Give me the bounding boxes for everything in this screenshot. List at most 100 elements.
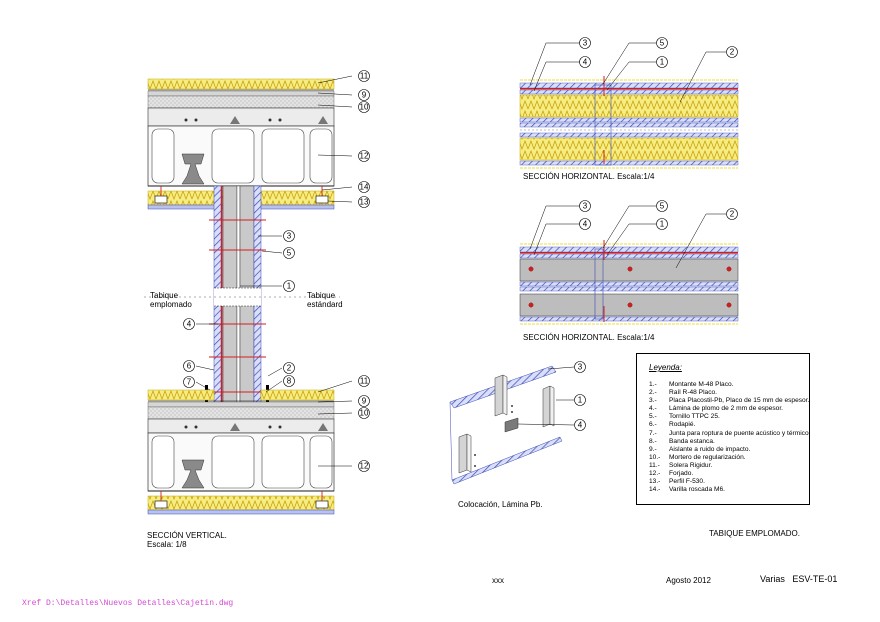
svg-text:10: 10 [360,103,369,112]
legend-item-number: 8.- [649,437,657,445]
legend-item: 13.- Perfil F-530. [649,478,801,486]
svg-text:12: 12 [360,462,369,471]
legend-item: 9.- Aislante a ruido de impacto. [649,446,801,454]
svg-text:1: 1 [660,58,665,67]
leaded-wall-label: Tabique emplomado [150,291,192,309]
callout: 5 [656,200,668,212]
svg-text:11: 11 [360,377,369,386]
callout: 2 [726,208,738,220]
legend-item-text: Perfil F-530. [669,478,705,486]
callout: 12 [358,460,370,472]
horizontal-section-2: 3 4 5 1 2 [519,200,739,325]
svg-text:2: 2 [287,364,292,373]
svg-text:1: 1 [660,220,665,229]
legend-item: 3.-Placa Placostil-Pb, Placo de 15 mm de… [649,397,809,405]
legend-item-number: 13.- [649,478,661,486]
callout: 12 [358,150,370,162]
svg-text:1: 1 [287,282,292,291]
legend-item: 8.-Banda estanca. [649,438,801,446]
svg-text:3: 3 [583,202,588,211]
callout: 5 [283,247,295,259]
drawing-code: Varias ESV-TE-01 [760,575,837,584]
legend-item: 10.- Mortero de regularización. [649,454,801,462]
legend-item-number: 10.- [649,453,661,461]
callout: 2 [283,362,295,374]
bottom-floor-slab [147,389,335,515]
svg-text:4: 4 [578,421,583,430]
legend-item-text: Montante M-48 Placo. [669,381,734,388]
legend-item: 6.- Rodapié. [649,421,801,429]
svg-text:3: 3 [578,363,583,372]
callout: 4 [579,56,591,68]
svg-text:9: 9 [362,91,367,100]
legend-item: 1.- Montante M-48 Placo. [649,381,801,389]
legend-item: 2.-Raíl R-48 Placo. [649,389,801,397]
legend-item-number: 4.- [649,405,657,413]
label-line: estándard [307,300,343,309]
svg-text:4: 4 [583,220,588,229]
drawing-date: Agosto 2012 [666,576,711,585]
callout: 3 [574,361,586,373]
vertical-section: 11 9 10 12 14 13 3 5 1 4 6 7 2 8 11 9 10… [144,70,370,515]
svg-text:14: 14 [360,183,369,192]
svg-text:13: 13 [360,198,369,207]
legend-item-number: 11.- [649,461,660,469]
svg-text:4: 4 [187,320,192,329]
svg-text:3: 3 [583,39,588,48]
legend-item-text: Tornillo TTPC 25. [669,413,720,421]
top-floor-slab [147,78,335,210]
legend-item: 4.- Lámina de plomo de 2 mm de espesor. [649,405,801,413]
legend-item-number: 9.- [649,445,657,453]
svg-text:1: 1 [578,396,583,405]
horizontal-section-1-title: SECCIÓN HORIZONTAL. Escala:1/4 [523,172,655,181]
svg-text:11: 11 [360,72,369,81]
legend-item-text: Mortero de regularización. [669,453,746,461]
drawing-title: TABIQUE EMPLOMADO. [709,529,800,538]
callout: 3 [283,230,295,242]
legend-item: 14.-Varilla roscada M6. [649,486,801,494]
label-line: Tabique [150,291,179,300]
vertical-section-callouts: 11 9 10 12 14 13 3 5 1 4 6 7 2 8 11 9 10… [183,70,370,472]
label-line: emplomado [150,300,192,309]
legend-item-number: 7.- [649,429,657,437]
legend-item-text: Rodapié. [669,421,696,429]
svg-text:4: 4 [583,58,588,67]
legend-item-number: 1.- [649,381,657,388]
callout: 3 [579,37,591,49]
legend-item-number: 5.- [649,413,657,421]
svg-text:6: 6 [187,362,192,371]
legend-item: 11.-Solera Rigidur. [649,462,801,470]
callout: 4 [579,218,591,230]
legend-item-number: 3.- [649,397,657,405]
callout: 4 [183,318,195,330]
legend-item-text: Lámina de plomo de 2 mm de espesor. [669,405,783,413]
callout: 1 [574,394,586,406]
horizontal-section-1: 3 4 5 1 2 [519,37,739,169]
legend-item-text: Junta para roptura de puente acústico y … [669,429,811,437]
legend-item: 7.- Junta para roptura de puente acústico… [649,429,810,438]
svg-text:2: 2 [730,210,735,219]
svg-text:5: 5 [660,39,665,48]
svg-text:5: 5 [287,249,292,258]
callout: 9 [358,89,370,101]
svg-text:5: 5 [660,202,665,211]
xref-path: Xref D:\Detalles\Nuevos Detalles\Cajetin… [22,599,234,608]
callout: 10 [358,407,370,419]
code-value: ESV-TE-01 [792,574,838,584]
callout: 1 [283,280,295,292]
legend-list: 1.- Montante M-48 Placo.2.-Raíl R-48 Plac… [649,381,810,494]
callout: 11 [358,375,370,387]
svg-text:10: 10 [360,409,369,418]
legend-item-text: Raíl R-48 Placo. [669,389,718,397]
callout: 13 [358,196,370,208]
legend-item-number: 12.- [649,470,661,478]
section-title: SECCIÓN VERTICAL. [147,531,227,540]
legend-item-number: 6.- [649,421,657,429]
callout: 4 [574,419,586,431]
callout: 5 [656,37,668,49]
svg-text:3: 3 [287,232,292,241]
legend-item-text: Forjado. [669,470,694,478]
legend-item-text: Aislante a ruido de impacto. [669,445,751,453]
callout: 9 [358,395,370,407]
legend-item-number: 14.- [649,486,661,494]
